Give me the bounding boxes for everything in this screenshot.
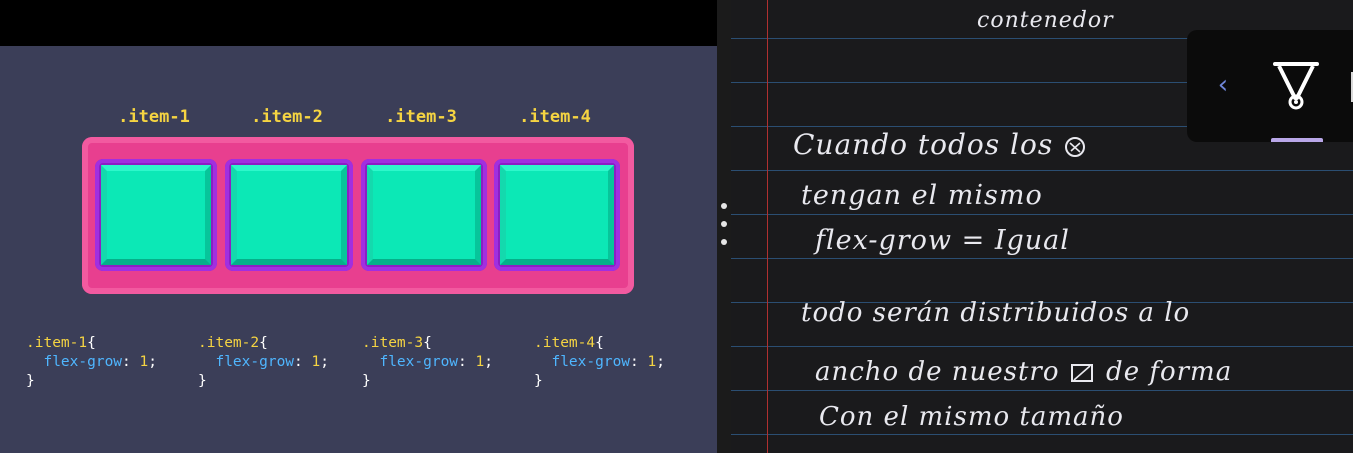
- item-2-label: .item-2: [251, 107, 323, 127]
- flex-container: [82, 137, 634, 294]
- video-pane: .item-1 .item-2 .item-3 .item-4 .item-1{…: [0, 0, 717, 453]
- flexbox-slide: .item-1 .item-2 .item-3 .item-4 .item-1{…: [0, 46, 717, 453]
- flex-item-3: [361, 159, 487, 271]
- code-block-item-2: .item-2{ flex-grow: 1; }: [198, 335, 329, 389]
- container-box-icon: [1070, 364, 1093, 382]
- code-block-item-1: .item-1{ flex-grow: 1; }: [26, 335, 157, 389]
- notebook-page[interactable]: contenedor Cuando todos los tengan el mi…: [731, 0, 1353, 453]
- note-line-4: todo serán distribuidos a lo: [801, 298, 1191, 328]
- item-4-label: .item-4: [519, 107, 591, 127]
- flex-item-2: [225, 159, 353, 271]
- split-view-divider[interactable]: [717, 0, 731, 453]
- item-1-label: .item-1: [118, 107, 190, 127]
- flex-item-face: [231, 165, 347, 265]
- fountain-pen-icon[interactable]: [1271, 58, 1321, 112]
- note-line-1: Cuando todos los: [793, 128, 1089, 161]
- divider-handle-dot: [721, 239, 727, 245]
- toolbar-separator: [1351, 72, 1353, 102]
- note-line-6: Con el mismo tamaño: [819, 402, 1124, 432]
- note-line-3: flex-grow = Igual: [815, 225, 1070, 256]
- code-block-item-3: .item-3{ flex-grow: 1; }: [362, 335, 493, 389]
- chevron-left-icon[interactable]: ‹: [1217, 70, 1229, 100]
- flex-item-face: [500, 165, 614, 265]
- flex-item-face: [367, 165, 481, 265]
- note-line-5: ancho de nuestro de forma: [815, 357, 1233, 387]
- active-tool-indicator: [1271, 138, 1323, 142]
- divider-handle-dot: [721, 203, 727, 209]
- note-line-2: tengan el mismo: [801, 180, 1043, 211]
- flex-item-4: [494, 159, 620, 271]
- note-title: contenedor: [977, 8, 1114, 33]
- flex-item-1: [95, 159, 217, 271]
- container-symbol-icon: [1065, 136, 1086, 157]
- code-block-item-4: .item-4{ flex-grow: 1; }: [534, 335, 665, 389]
- margin-line: [767, 0, 768, 453]
- pen-toolbar: ‹: [1187, 30, 1353, 142]
- item-3-label: .item-3: [385, 107, 457, 127]
- flex-item-face: [101, 165, 211, 265]
- divider-handle-dot: [721, 221, 727, 227]
